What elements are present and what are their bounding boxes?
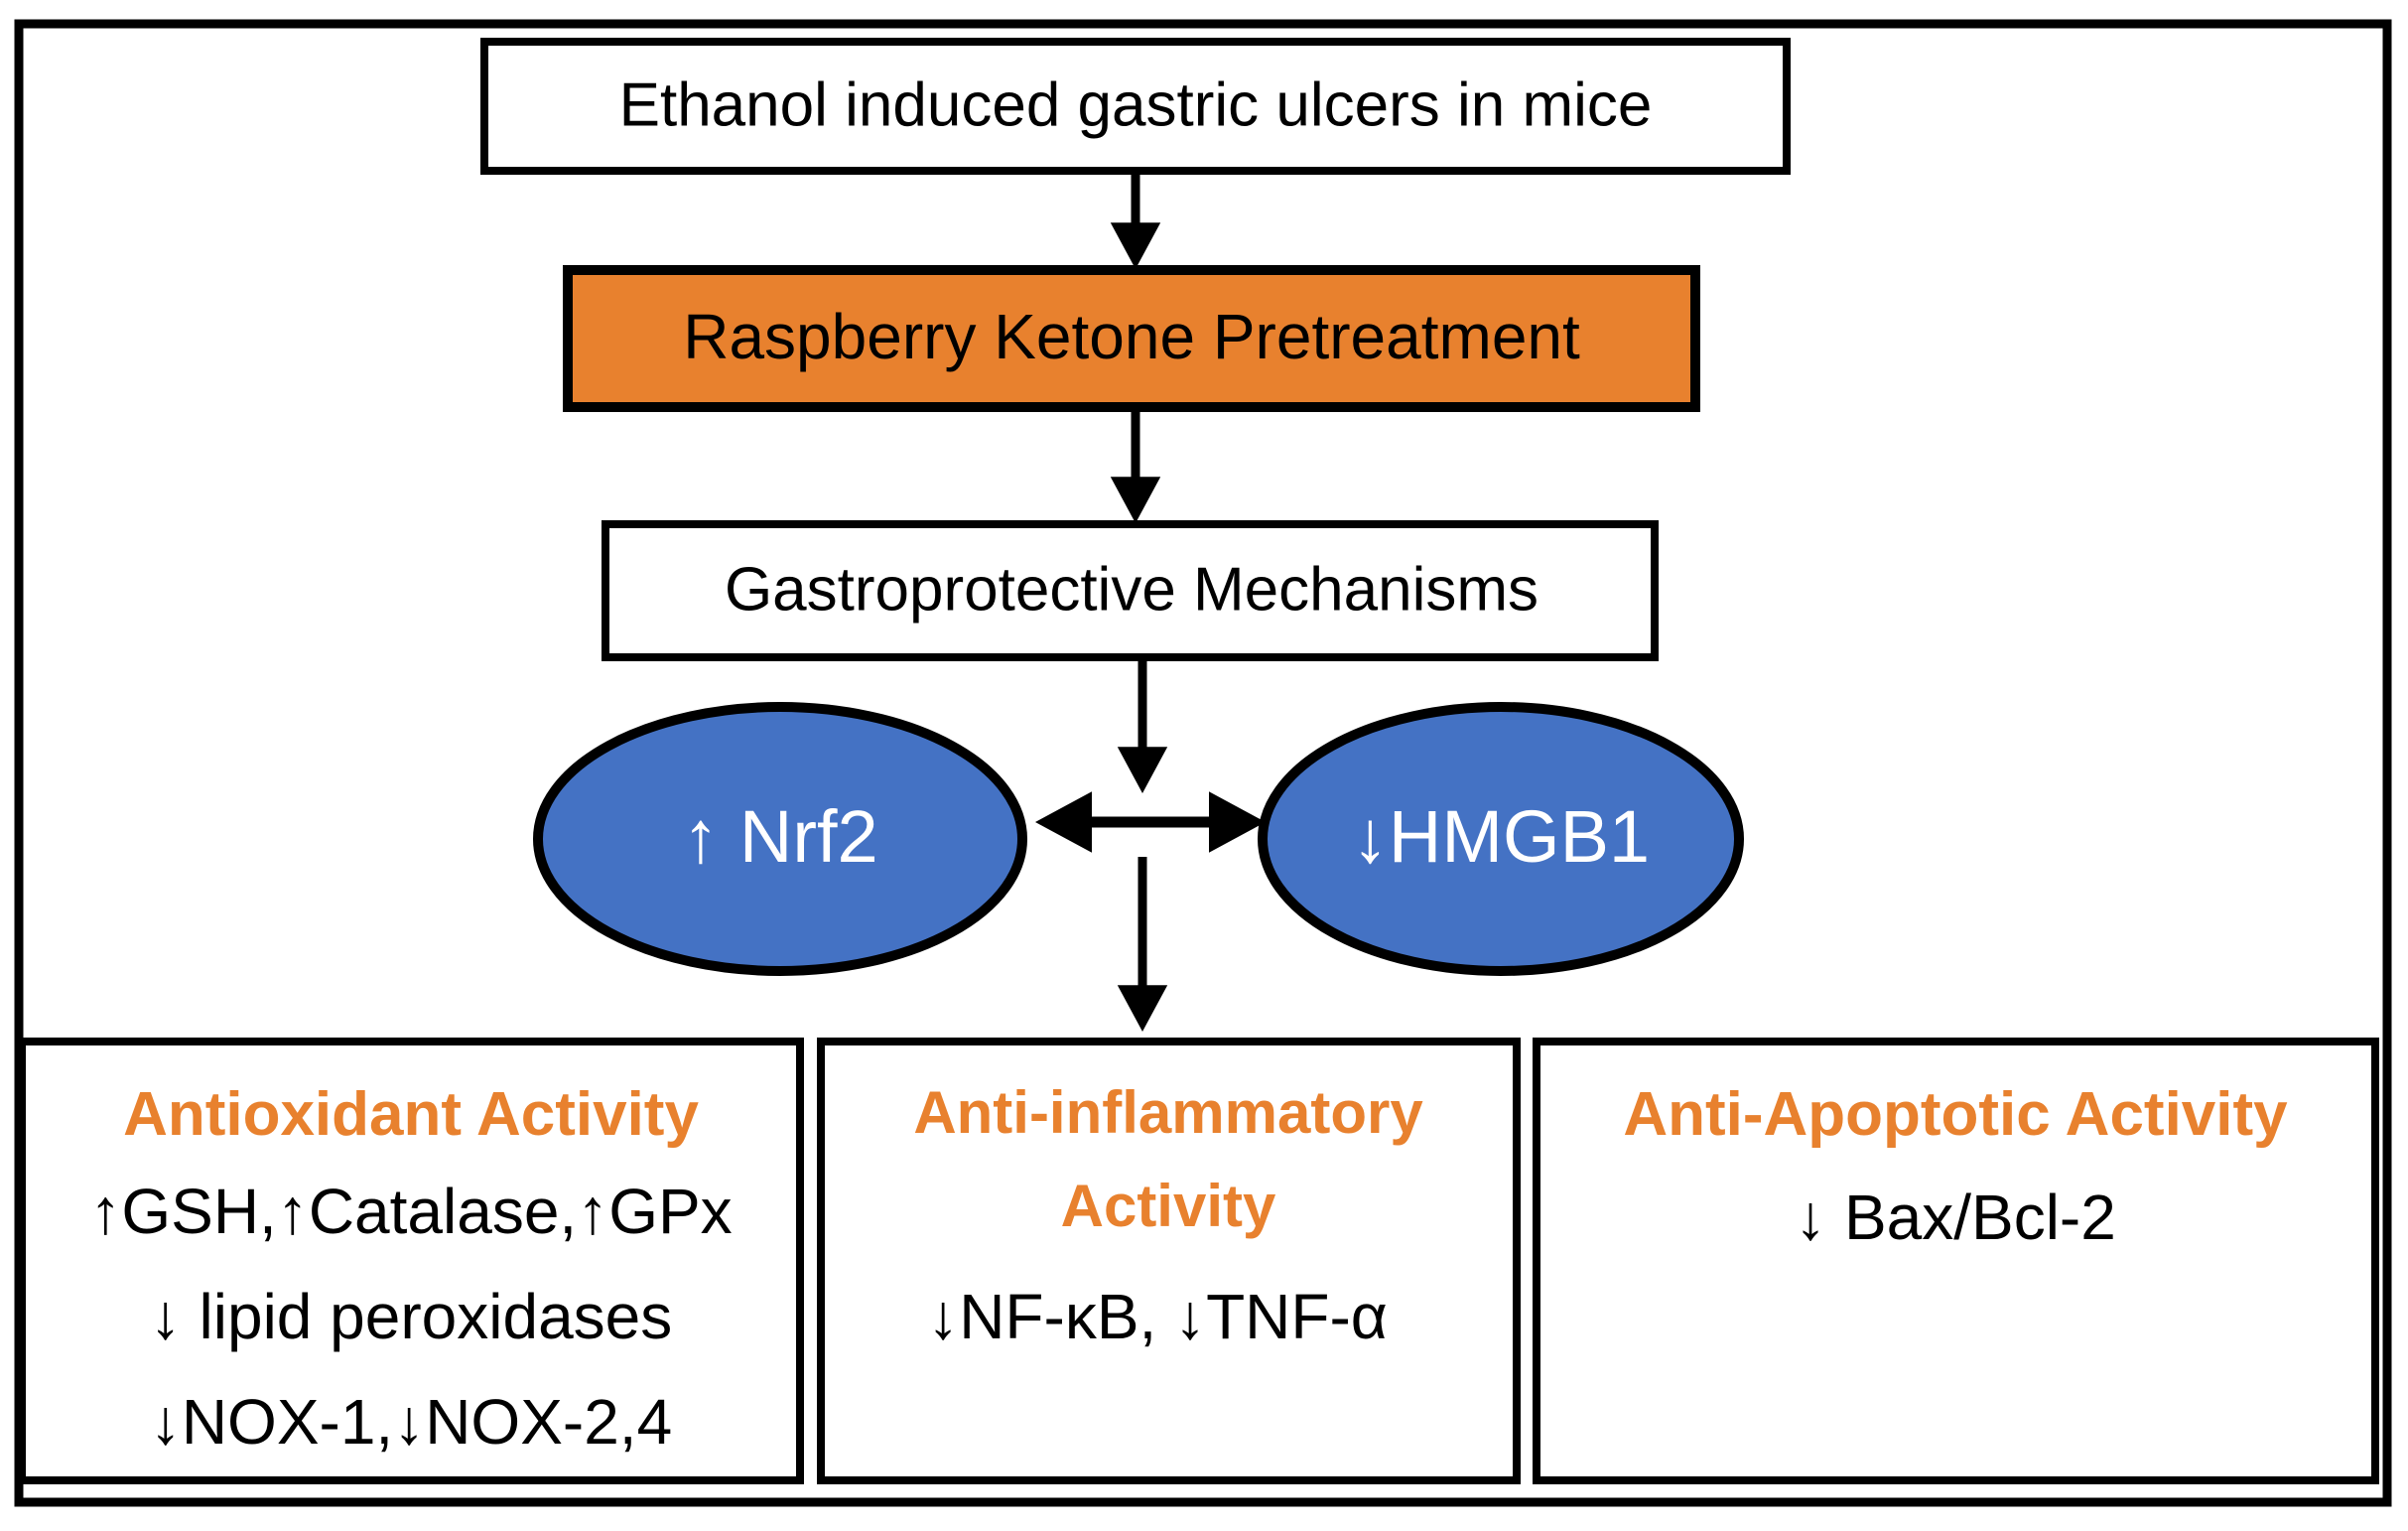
mechanism-box[interactable]	[602, 520, 1659, 661]
hmgb1-ellipse-label: ↓HMGB1	[1352, 795, 1650, 878]
outcome-box-anti-inflammatory[interactable]	[817, 1038, 1521, 1484]
outcome-line-antioxidant-3: ↓NOX-1,↓NOX-2,4	[150, 1386, 672, 1458]
outcome-line-antioxidant-2: ↓ lipid peroxidases	[150, 1281, 673, 1352]
nrf2-ellipse[interactable]	[533, 702, 1027, 976]
outcome-line-anti-inflammatory-1: ↓NF-κB, ↓TNF-α	[927, 1281, 1388, 1352]
treatment-box[interactable]	[563, 265, 1700, 412]
outcome-line-antioxidant-1: ↑GSH,↑Catalase,↑GPx	[89, 1176, 732, 1247]
outcome-heading-anti-inflammatory-1: Anti-inflammatory	[913, 1079, 1423, 1146]
mechanism-box-label: Gastroprotective Mechanisms	[725, 555, 1538, 624]
outcome-box-anti-apoptotic[interactable]	[1533, 1038, 2379, 1484]
model-box-label: Ethanol induced gastric ulcers in mice	[619, 70, 1653, 139]
nrf2-ellipse-label: ↑ Nrf2	[682, 795, 877, 878]
outcome-heading-anti-apoptotic: Anti-Apoptotic Activity	[1623, 1080, 2288, 1149]
outcome-line-anti-apoptotic-1: ↓ Bax/Bcl-2	[1795, 1182, 2116, 1253]
outcome-heading-antioxidant: Antioxidant Activity	[123, 1080, 699, 1149]
outcome-box-antioxidant[interactable]	[18, 1038, 804, 1484]
treatment-box-label: Raspberry Ketone Pretreatment	[683, 301, 1580, 372]
outcome-heading-anti-inflammatory-2: Activity	[1061, 1173, 1276, 1239]
outer-frame	[14, 19, 2392, 1507]
